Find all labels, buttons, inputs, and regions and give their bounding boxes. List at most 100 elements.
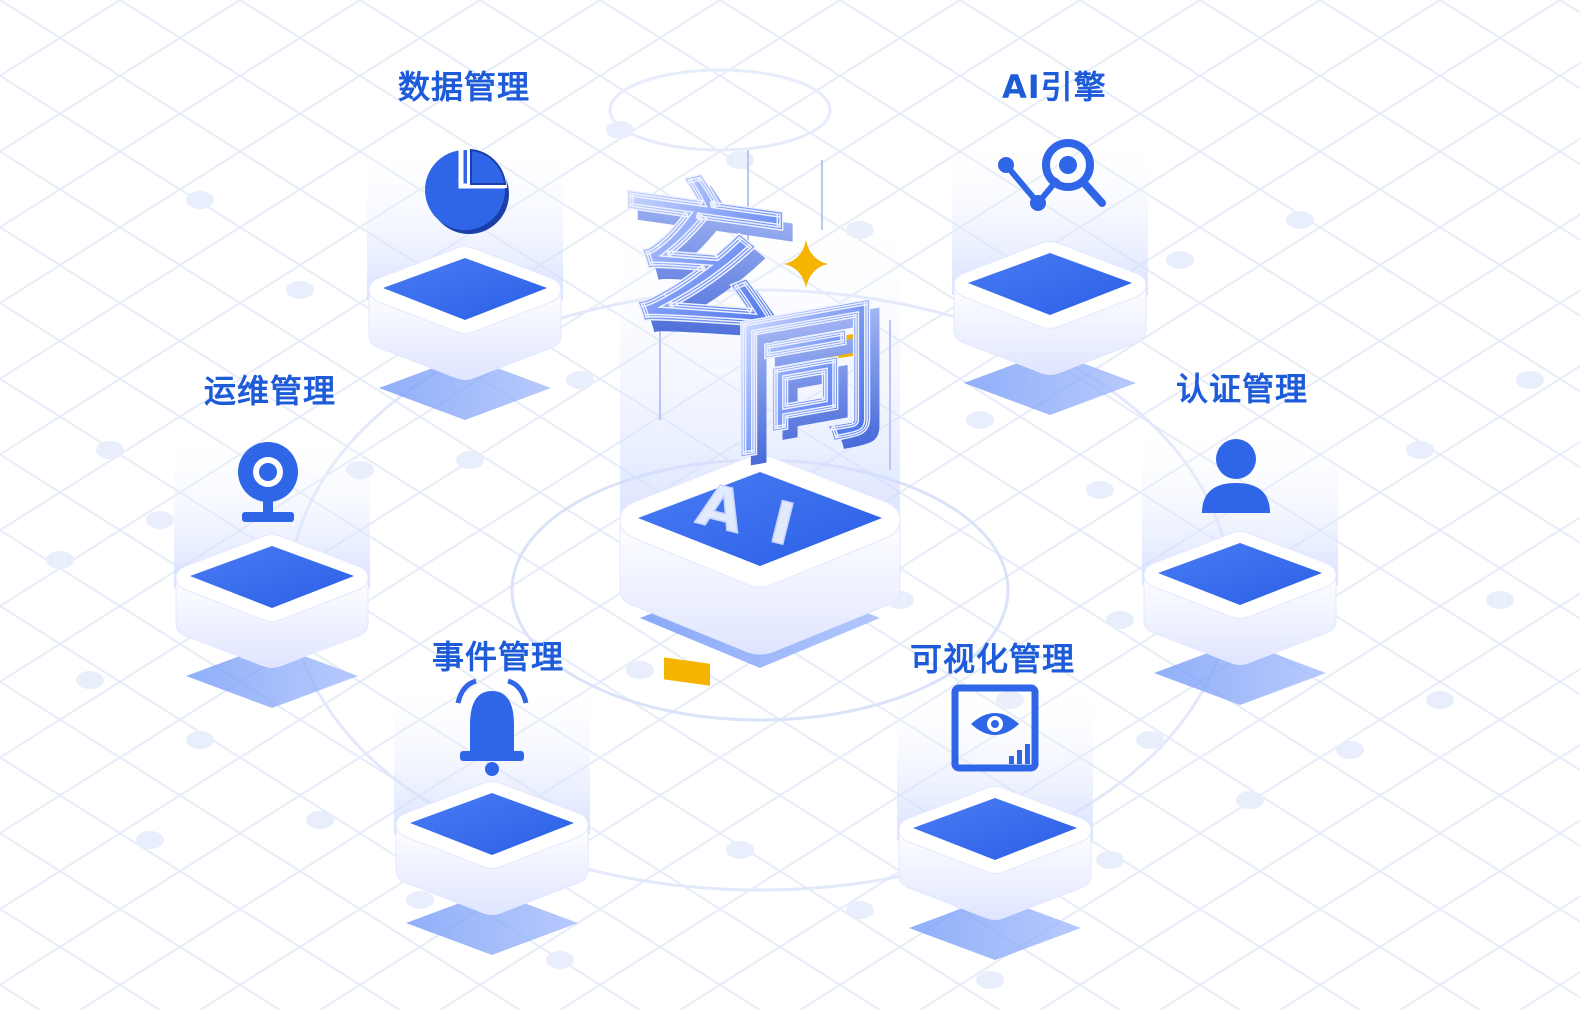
grid-line [1079, 0, 1580, 317]
grid-line [0, 680, 521, 1010]
grid-node [96, 441, 124, 459]
grid-node [966, 411, 994, 429]
grid-line [0, 756, 401, 1010]
module-node-ai-engine [952, 135, 1148, 415]
grid-node [1086, 481, 1114, 499]
module-top [968, 253, 1132, 315]
grid-line [0, 0, 961, 608]
grid-line [959, 0, 1580, 393]
module-node-auth [1142, 425, 1338, 705]
grid-line [0, 0, 601, 380]
pie-chart-icon [425, 146, 509, 234]
grid-line [0, 0, 361, 229]
grid-node [1516, 371, 1544, 389]
grid-node [286, 281, 314, 299]
grid-node [1106, 611, 1134, 629]
brand-char-2-depth: 同 [740, 287, 890, 488]
grid-node [456, 451, 484, 469]
module-shadow [186, 644, 358, 708]
module-label-ai-engine: AI引擎 [1002, 68, 1107, 106]
module-label-data: 数据管理 [398, 68, 531, 106]
grid-line [1399, 895, 1580, 1010]
grid-node [626, 661, 654, 679]
module-top [1158, 543, 1322, 605]
grid-line [0, 0, 481, 305]
grid-line [1519, 970, 1580, 1010]
grid-node [546, 951, 574, 969]
module-node-data [367, 140, 563, 420]
module-label-event: 事件管理 [432, 638, 565, 676]
module-shadow [379, 356, 551, 420]
grid-line [0, 604, 641, 1010]
module-top [913, 798, 1077, 860]
center-top [638, 472, 882, 566]
grid-line [0, 0, 1201, 759]
sparkle-icon [784, 240, 828, 288]
grid-line [1199, 0, 1580, 242]
grid-node [1486, 591, 1514, 609]
graph-search-icon [998, 139, 1106, 211]
module-node-ops [174, 428, 370, 708]
module-shadow [1154, 641, 1326, 705]
module-shadow [964, 351, 1136, 415]
module-nodes [174, 135, 1338, 960]
grid-node [406, 891, 434, 909]
eye-screen-icon [951, 684, 1039, 772]
grid-line [919, 592, 1580, 1010]
orbit-ring-top [608, 68, 832, 152]
grid-node [76, 671, 104, 689]
grid-line [0, 150, 1361, 1010]
grid-line [0, 0, 841, 532]
grid-line [0, 0, 121, 77]
grid-line [1159, 743, 1580, 1010]
brand-char-2-group: 同 同 [729, 278, 890, 488]
accent-light-right [828, 331, 874, 360]
grid-node [1406, 441, 1434, 459]
module-label-ops: 运维管理 [204, 372, 337, 410]
grid-line [0, 983, 41, 1010]
module-top [410, 793, 574, 855]
grid-node [46, 551, 74, 569]
grid-node [1426, 691, 1454, 709]
module-top [190, 546, 354, 608]
brand-char-1-group: 玄 玄 [619, 152, 800, 386]
grid-node [976, 971, 1004, 989]
accent-light-left [664, 657, 710, 686]
grid-node [136, 831, 164, 849]
grid-node [726, 841, 754, 859]
grid-node [186, 191, 214, 209]
grid-node [1166, 251, 1194, 269]
center-platform: AI 玄 玄 同 同 [619, 150, 901, 686]
grid-line [1279, 819, 1580, 1010]
brand-char-1: 玄 [620, 152, 790, 374]
brand-char-2: 同 [730, 279, 880, 480]
grid-line [599, 0, 1580, 620]
module-label-auth: 认证管理 [1176, 370, 1309, 408]
grid-line [1039, 667, 1580, 1010]
grid-node [606, 121, 634, 139]
grid-line [559, 364, 1580, 1010]
grid-line [0, 832, 281, 1010]
module-shadow [909, 896, 1081, 960]
bell-icon [455, 678, 529, 776]
grid-node [1136, 731, 1164, 749]
grid-node [566, 371, 594, 389]
module-shadow [406, 891, 578, 955]
grid-node [306, 811, 334, 829]
grid-node [146, 511, 174, 529]
module-top [383, 258, 547, 320]
module-node-visual [897, 680, 1093, 960]
brand-char-1-depth: 玄 [630, 164, 800, 386]
webcam-icon [238, 442, 298, 522]
module-label-visual: 可视化管理 [910, 640, 1076, 678]
grid-line [0, 453, 881, 1010]
grid-line [1559, 0, 1580, 14]
grid-node [846, 901, 874, 919]
grid-node [726, 151, 754, 169]
grid-node [1096, 851, 1124, 869]
grid-node [186, 731, 214, 749]
grid-node [1286, 211, 1314, 229]
grid-node [1236, 791, 1264, 809]
user-icon [1202, 439, 1270, 513]
